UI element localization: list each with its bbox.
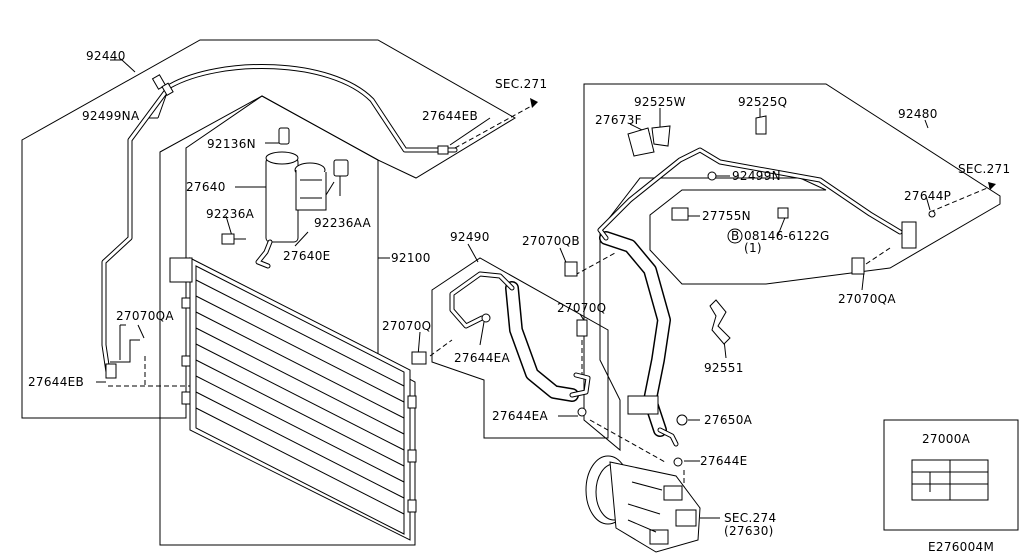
label-27644P: 27644P: [904, 189, 951, 203]
bolt-part: [851, 257, 865, 275]
label-27644EB-top: 27644EB: [422, 109, 478, 123]
label-27644E: 27644E: [700, 454, 748, 468]
hose-92480: [597, 115, 996, 467]
bolt-marker-icon: [727, 228, 743, 244]
label-08146-qty: (1): [744, 241, 762, 255]
bolt-marker-label: B: [731, 229, 740, 243]
pipe-92440: [101, 64, 538, 379]
label-92499NA: 92499NA: [82, 109, 140, 123]
arrow-icon: [530, 98, 538, 108]
label-92440: 92440: [86, 49, 126, 63]
label-92236A: 92236A: [206, 207, 255, 221]
compressor: [585, 455, 701, 553]
label-92525Q: 92525Q: [738, 95, 787, 109]
bolt-part: [411, 351, 427, 365]
pipe-end-cap: [161, 82, 174, 97]
clip-part: [755, 115, 767, 135]
label-sec274: SEC.274: [724, 511, 776, 525]
label-92236AA: 92236AA: [314, 216, 372, 230]
label-sec274-sub: (27630): [724, 524, 774, 538]
label-sec271-right: SEC.271: [958, 162, 1010, 176]
label-92100: 92100: [391, 251, 431, 265]
clip-part: [651, 125, 671, 147]
label-27070Q-lower: 27070Q: [382, 319, 431, 333]
receiver-drier: [221, 127, 349, 269]
label-08146-6122G: 08146-6122G: [744, 229, 830, 243]
label-92551: 92551: [704, 361, 744, 375]
bolt-part: [777, 207, 789, 219]
bolt-part: [333, 159, 349, 177]
clip-part: [627, 127, 655, 157]
label-27070QA-left: 27070QA: [116, 309, 174, 323]
dashed-guide-lines: [108, 103, 993, 488]
label-92136N: 92136N: [207, 137, 256, 151]
group-outline-92490: [431, 257, 609, 439]
condenser-bracket: [169, 257, 193, 283]
pipe-92490: [449, 261, 591, 417]
group-outline-92440: [21, 39, 516, 419]
label-27644EA-upper: 27644EA: [454, 351, 511, 365]
label-box-27000A: [883, 419, 1019, 531]
cap-part: [278, 127, 290, 145]
pipe-flange: [901, 221, 917, 249]
label-27644EA-lower: 27644EA: [492, 409, 549, 423]
bolt-part: [221, 233, 235, 245]
label-27755N: 27755N: [702, 209, 751, 223]
label-92490: 92490: [450, 230, 490, 244]
hose-block: [627, 395, 659, 415]
label-27640E: 27640E: [283, 249, 331, 263]
pipe-joint: [437, 145, 449, 155]
label-27644EB-left: 27644EB: [28, 375, 84, 389]
label-27070Q-upper: 27070Q: [557, 301, 606, 315]
label-27070QA-right: 27070QA: [838, 292, 896, 306]
label-27000A: 27000A: [922, 432, 971, 446]
bolt-part: [576, 319, 588, 337]
label-27640: 27640: [186, 180, 226, 194]
condenser-92100: [169, 257, 427, 541]
label-sec271-top: SEC.271: [495, 77, 547, 91]
label-92480: 92480: [898, 107, 938, 121]
sensor-part: [671, 207, 689, 221]
label-27673F: 27673F: [595, 113, 642, 127]
bracket-92551: [709, 299, 731, 345]
label-27650A: 27650A: [704, 413, 753, 427]
pipe-joint: [105, 363, 117, 379]
label-27070QB: 27070QB: [522, 234, 580, 248]
diagram-id: E276004M: [928, 540, 994, 554]
condenser-fins: [195, 279, 405, 515]
bolt-part: [564, 261, 578, 277]
label-92499N: 92499N: [732, 169, 781, 183]
group-outline-92480: [583, 83, 1001, 452]
arrow-icon: [988, 182, 996, 190]
label-92525W: 92525W: [634, 95, 686, 109]
